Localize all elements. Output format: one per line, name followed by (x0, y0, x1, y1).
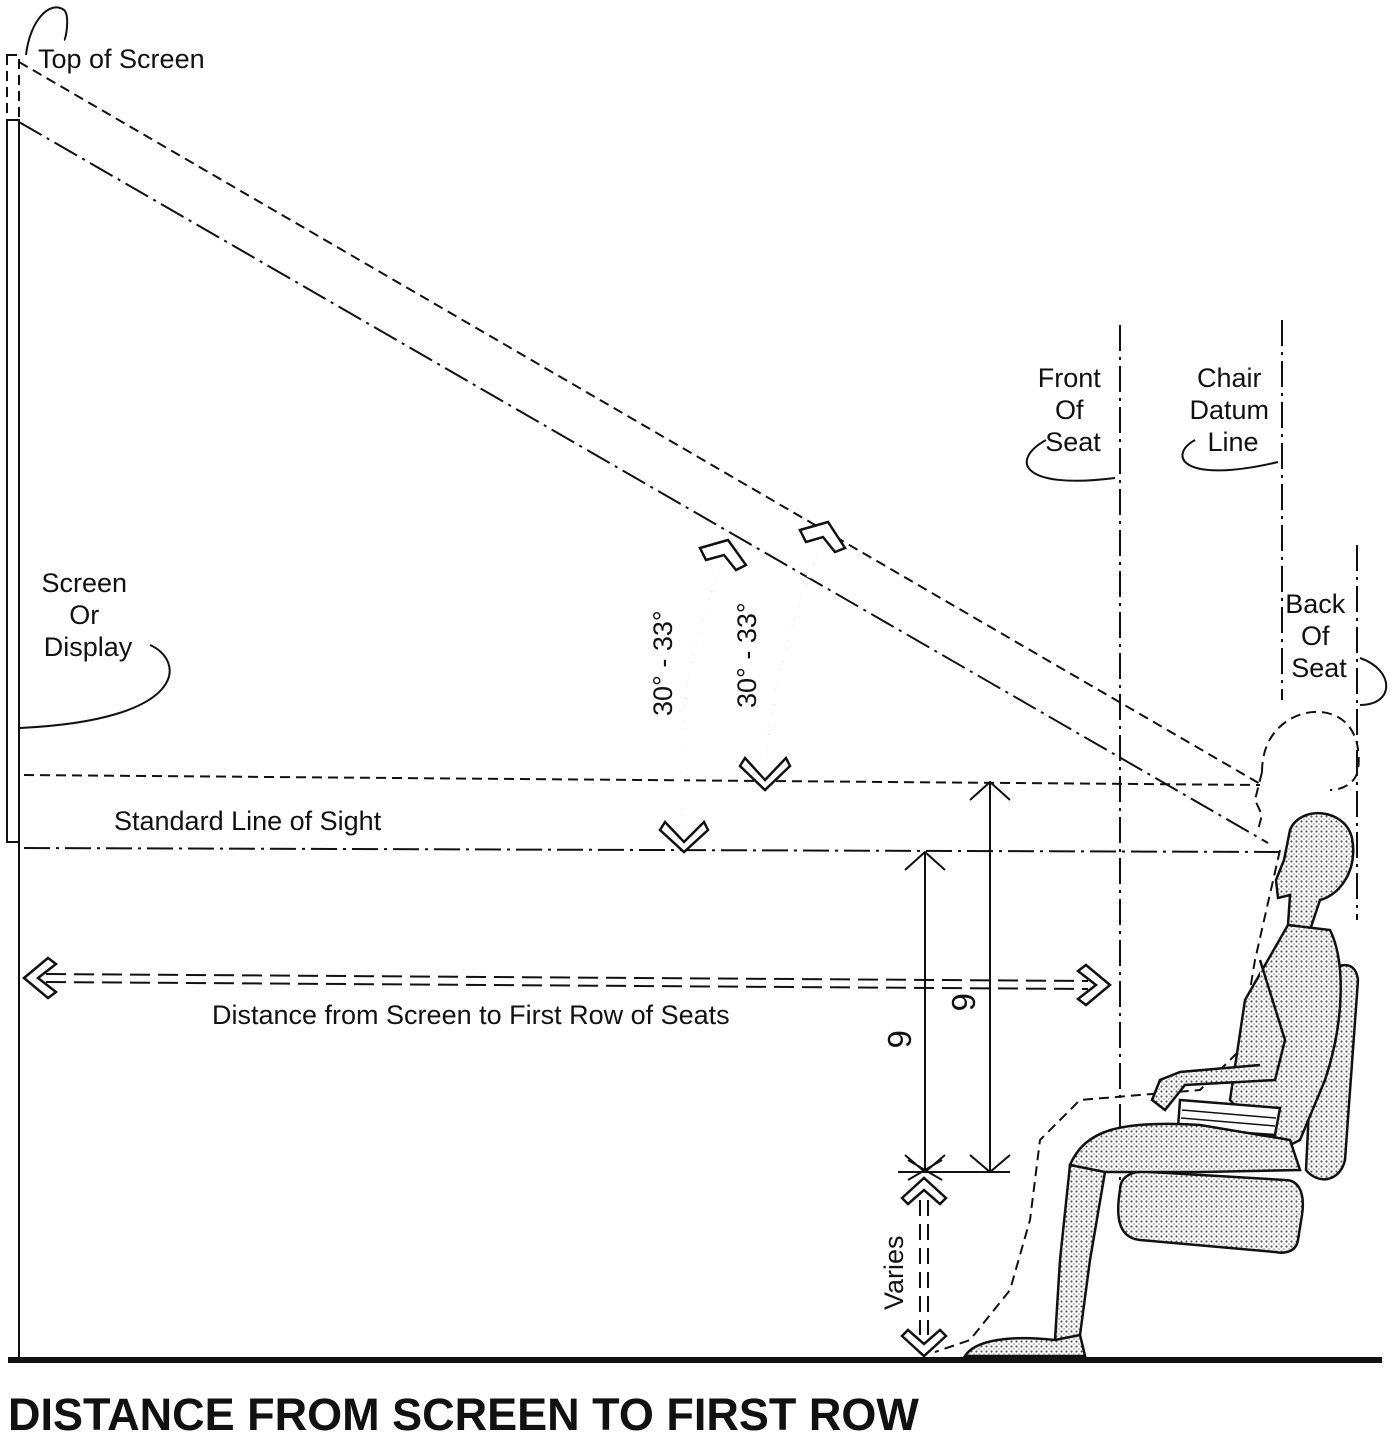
eye-level-line-upper (23, 774, 1261, 786)
chair-seat-cushion (1116, 1170, 1304, 1254)
dimension-label-1: 6 (881, 1030, 918, 1048)
angle-arc-1 (658, 538, 748, 854)
distance-label: Distance from Screen to First Row of Sea… (212, 1000, 730, 1030)
chair-datum-line-label: Chair Datum Line (1189, 363, 1276, 457)
standard-line-of-sight (23, 847, 1281, 853)
angle-arc-2 (738, 520, 847, 792)
standard-line-of-sight-label: Standard Line of Sight (114, 806, 382, 836)
dimension-label-2: 6 (945, 993, 982, 1011)
dimension-line-2 (969, 780, 1011, 1174)
chair-datum-leader (1181, 439, 1279, 472)
screen-label-leader (19, 644, 171, 729)
back-of-seat-label: Back Of Seat (1285, 589, 1353, 683)
distance-arrow (22, 956, 1112, 1007)
sight-line-screen-bottom (18, 121, 1269, 844)
screen-or-display-label: Screen Or Display (41, 568, 134, 662)
person-outline-dashed (934, 710, 1360, 1353)
angle-label-2: 30° - 33° (732, 602, 762, 708)
back-of-seat-leader (1359, 657, 1388, 706)
varies-arrow (900, 1176, 948, 1358)
top-of-screen-leader (25, 6, 69, 56)
angle-label-1: 30° - 33° (648, 610, 678, 716)
dimension-line-1 (898, 850, 1010, 1181)
screen-display (6, 54, 20, 1360)
top-of-screen-label: Top of Screen (38, 44, 205, 74)
diagram-title: DISTANCE FROM SCREEN TO FIRST ROW (8, 1389, 919, 1436)
varies-label: Varies (879, 1235, 909, 1310)
seated-person (962, 811, 1355, 1358)
front-of-seat-leader (1025, 439, 1116, 482)
front-of-seat-label: Front Of Seat (1038, 363, 1109, 457)
